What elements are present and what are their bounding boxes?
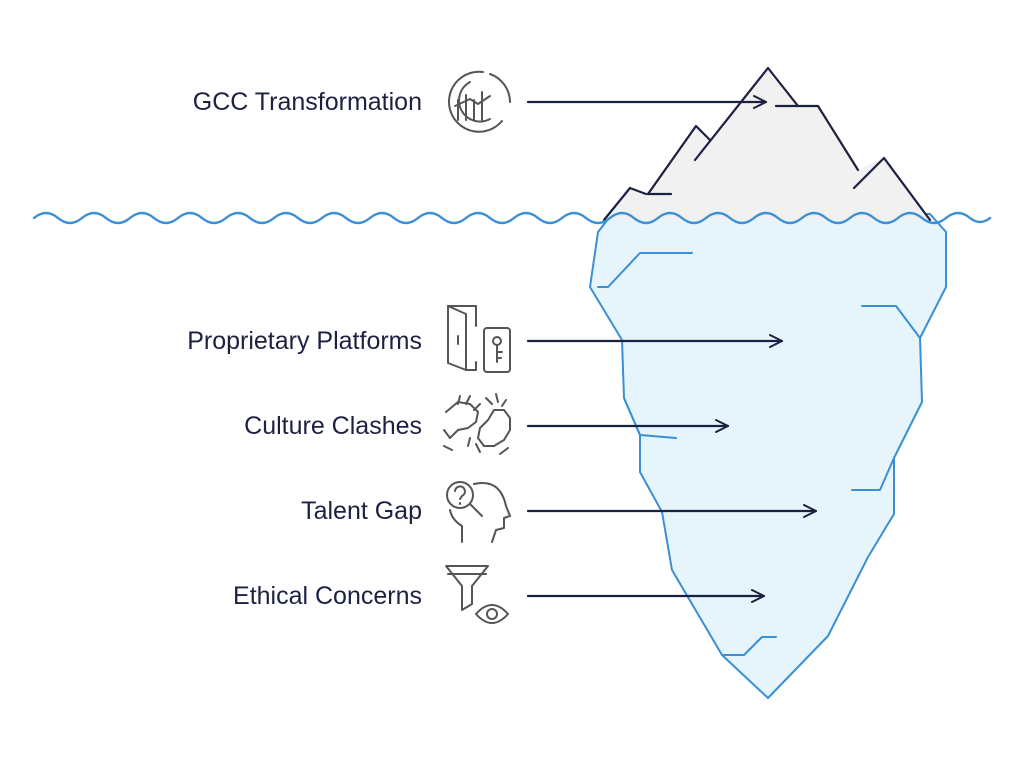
- clashing-fists-icon: [443, 393, 511, 455]
- door-and-lock-icon: [447, 305, 511, 373]
- label-ethical-concerns: Ethical Concerns: [233, 582, 422, 610]
- head-with-question-magnifier-icon: [446, 481, 511, 543]
- label-talent-gap: Talent Gap: [301, 497, 422, 525]
- growth-chart-cycle-icon: [448, 70, 511, 133]
- label-gcc-transformation: GCC Transformation: [192, 88, 422, 116]
- underwater-iceberg: [589, 213, 947, 699]
- iceberg-tip: [602, 66, 932, 222]
- funnel-eye-icon: [445, 565, 509, 624]
- label-culture-clashes: Culture Clashes: [244, 412, 422, 440]
- water-line: [32, 211, 992, 225]
- label-proprietary-platforms: Proprietary Platforms: [187, 327, 422, 355]
